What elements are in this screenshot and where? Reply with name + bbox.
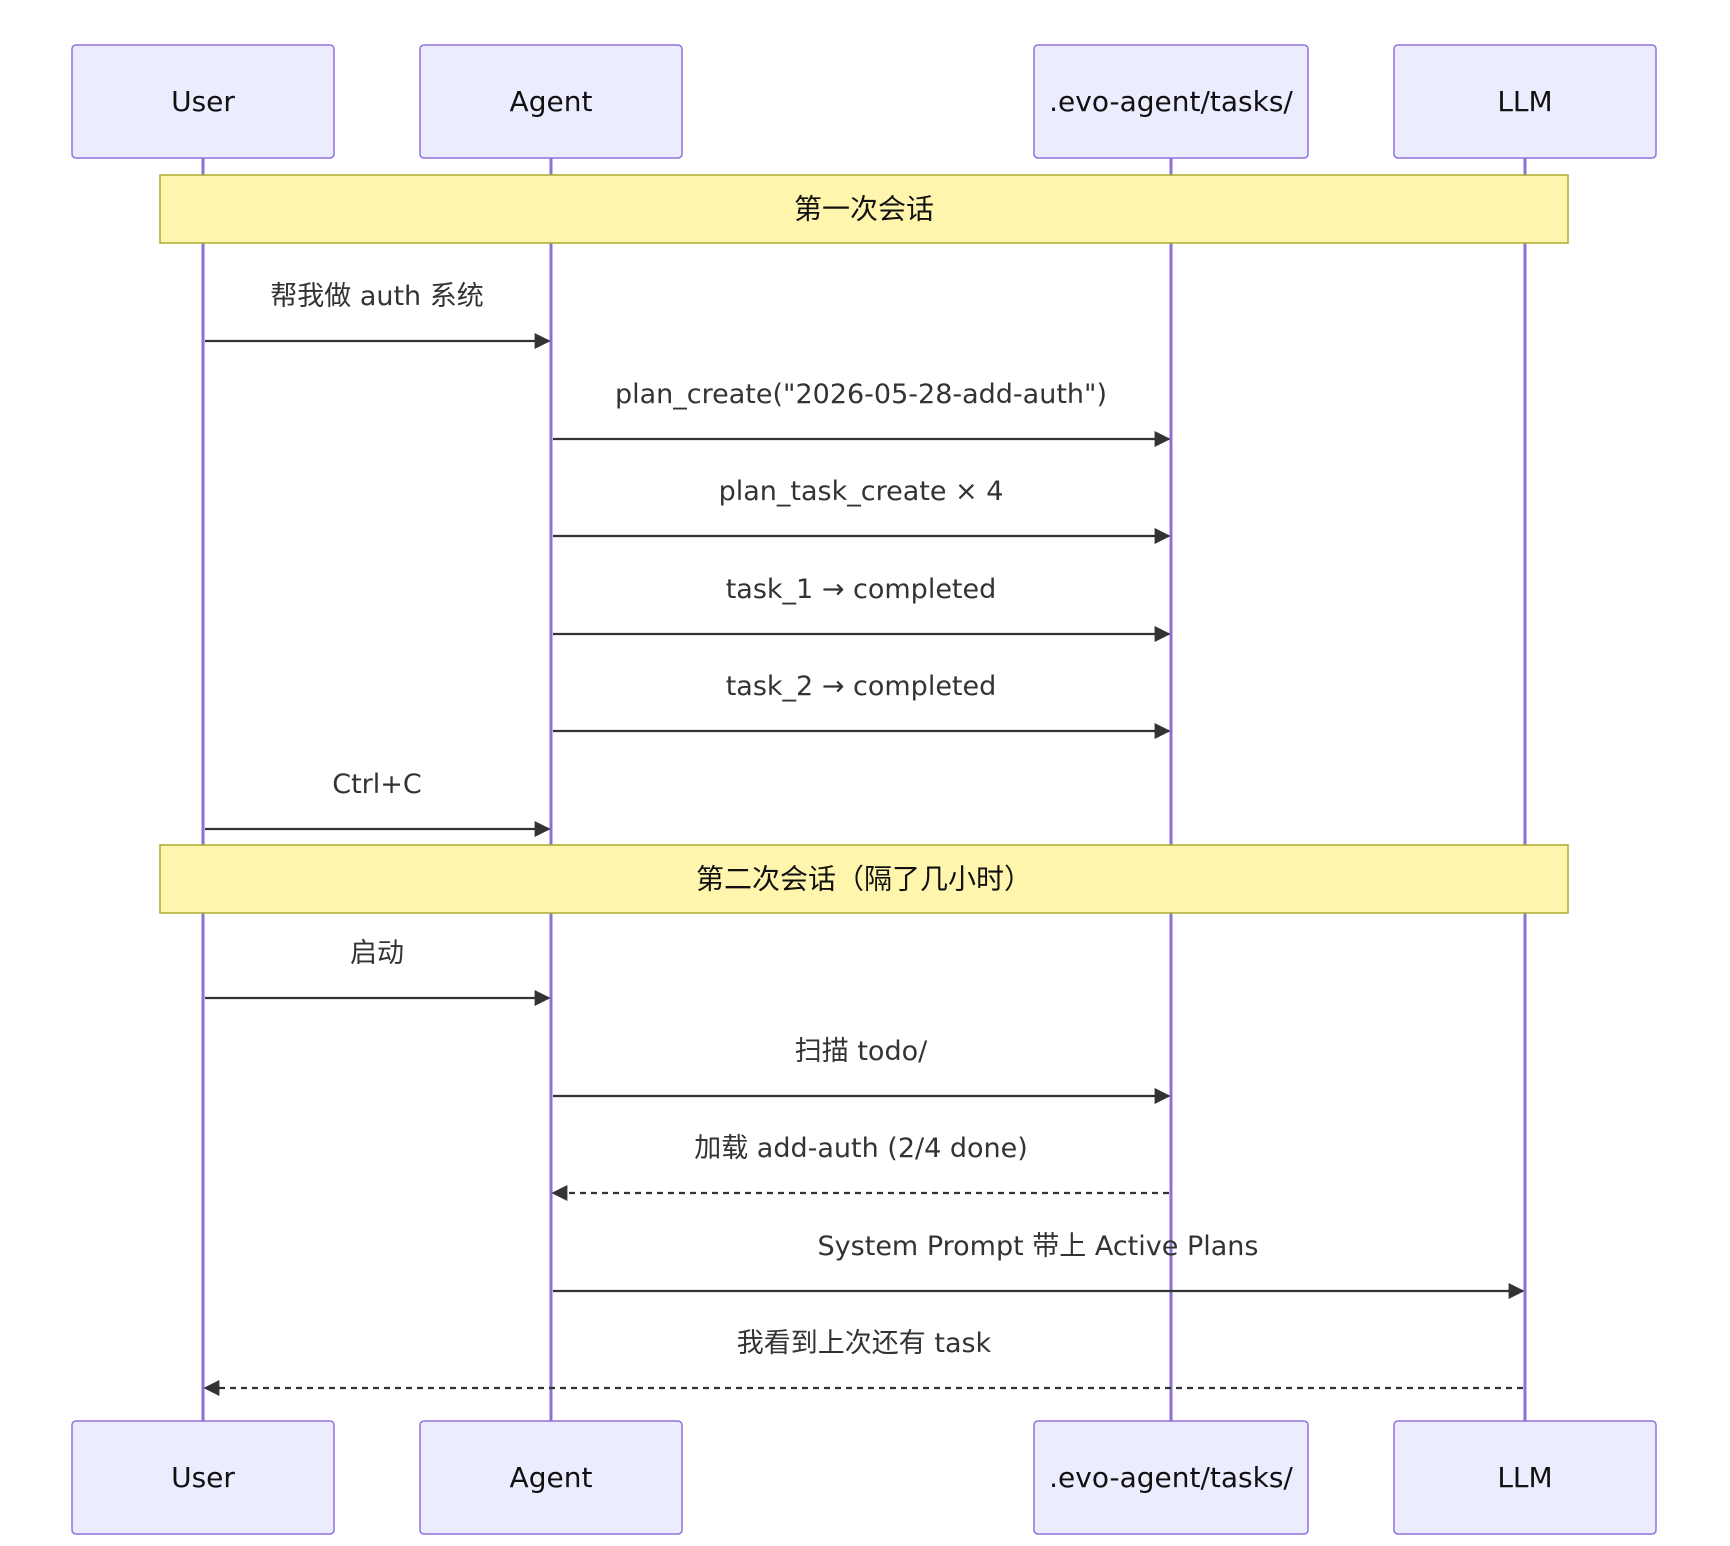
participant-box: [1033, 1420, 1309, 1535]
message: plan_create("2026-05-28-add-auth"): [553, 379, 1171, 447]
participant-box: [419, 44, 683, 159]
participant-label: Agent: [510, 85, 593, 118]
message: 扫描 todo/: [553, 1036, 1171, 1104]
participant-label: LLM: [1497, 85, 1552, 118]
message-label: System Prompt 带上 Active Plans: [818, 1231, 1259, 1262]
message-label: 扫描 todo/: [795, 1036, 928, 1067]
message: 帮我做 auth 系统: [205, 281, 551, 349]
message: System Prompt 带上 Active Plans: [553, 1231, 1525, 1299]
message-label: 帮我做 auth 系统: [270, 281, 484, 312]
participant-box: [1393, 44, 1657, 159]
participant-box: [1033, 44, 1309, 159]
message: task_1 → completed: [553, 574, 1171, 642]
message-label: Ctrl+C: [332, 769, 422, 800]
participant-label: LLM: [1497, 1461, 1552, 1494]
message-label: plan_task_create × 4: [719, 476, 1004, 507]
message-label: plan_create("2026-05-28-add-auth"): [615, 379, 1107, 410]
note-box: [159, 174, 1569, 244]
message-label: task_1 → completed: [726, 574, 997, 605]
message-label: 加载 add-auth (2/4 done): [694, 1133, 1028, 1164]
section-note: 第二次会话（隔了几小时）: [159, 844, 1569, 914]
message: task_2 → completed: [553, 671, 1171, 739]
message: 启动: [205, 938, 551, 1006]
participant-label: .evo-agent/tasks/: [1049, 1461, 1293, 1494]
participant-box: [1393, 1420, 1657, 1535]
note-label: 第二次会话（隔了几小时）: [696, 863, 1032, 896]
participant-agent-bottom: Agent: [419, 1420, 683, 1535]
message-label: 启动: [350, 938, 404, 969]
participant-tasks-bottom: .evo-agent/tasks/: [1033, 1420, 1309, 1535]
lifelines: [201, 158, 1527, 1421]
participant-box: [419, 1420, 683, 1535]
participant-label: User: [171, 85, 235, 118]
participant-label: Agent: [510, 1461, 593, 1494]
participant-label: User: [171, 1461, 235, 1494]
message-label: task_2 → completed: [726, 671, 997, 702]
participant-tasks-top: .evo-agent/tasks/: [1033, 44, 1309, 159]
message: 加载 add-auth (2/4 done): [551, 1133, 1169, 1201]
participant-box: [71, 44, 335, 159]
participant-user-bottom: User: [71, 1420, 335, 1535]
participant-user-top: User: [71, 44, 335, 159]
note-label: 第一次会话: [794, 193, 934, 226]
section-note: 第一次会话: [159, 174, 1569, 244]
participant-llm-top: LLM: [1393, 44, 1657, 159]
message: plan_task_create × 4: [553, 476, 1171, 544]
message: Ctrl+C: [205, 769, 551, 837]
participant-agent-top: Agent: [419, 44, 683, 159]
note-box: [159, 844, 1569, 914]
participant-box: [71, 1420, 335, 1535]
participant-llm-bottom: LLM: [1393, 1420, 1657, 1535]
message-label: 我看到上次还有 task: [737, 1328, 992, 1359]
message: 我看到上次还有 task: [203, 1328, 1523, 1396]
messages: 帮我做 auth 系统 plan_create("2026-05-28-add-a…: [203, 281, 1525, 1396]
participant-label: .evo-agent/tasks/: [1049, 85, 1293, 118]
